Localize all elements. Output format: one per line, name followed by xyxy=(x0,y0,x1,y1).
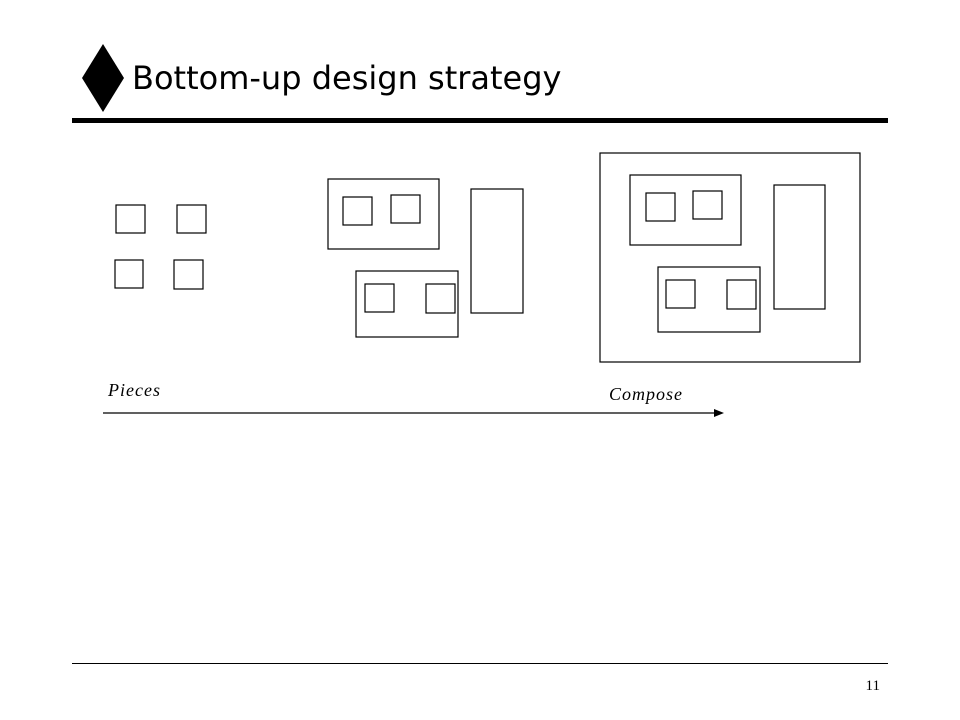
piece-box xyxy=(425,283,456,314)
stage-subassemblies xyxy=(327,178,524,338)
group-box xyxy=(629,174,742,246)
piece-box xyxy=(115,204,146,234)
arrow-head-icon xyxy=(714,409,724,417)
stage-composed xyxy=(599,152,861,363)
piece-box xyxy=(364,283,395,313)
piece-box xyxy=(173,259,204,290)
diamond-icon xyxy=(82,44,124,112)
piece-box xyxy=(390,194,421,224)
piece-box xyxy=(726,279,757,310)
tall-module xyxy=(773,184,826,310)
pieces-label: Pieces xyxy=(108,380,161,400)
title-divider xyxy=(72,118,888,123)
slide-title: Bottom-up design strategy xyxy=(132,59,562,97)
piece-box xyxy=(176,204,207,234)
group-box xyxy=(657,266,761,333)
piece-box xyxy=(114,259,144,289)
group-box xyxy=(355,270,459,338)
stage-pieces xyxy=(114,204,207,290)
progress-arrow xyxy=(103,409,724,417)
piece-box xyxy=(342,196,373,226)
system-box xyxy=(599,152,861,363)
page-number: 11 xyxy=(865,678,880,694)
group-box xyxy=(327,178,440,250)
footer-divider xyxy=(72,663,888,664)
piece-box xyxy=(645,192,676,222)
compose-label: Compose xyxy=(609,384,683,404)
piece-box xyxy=(692,190,723,220)
tall-module xyxy=(470,188,524,314)
piece-box xyxy=(665,279,696,309)
